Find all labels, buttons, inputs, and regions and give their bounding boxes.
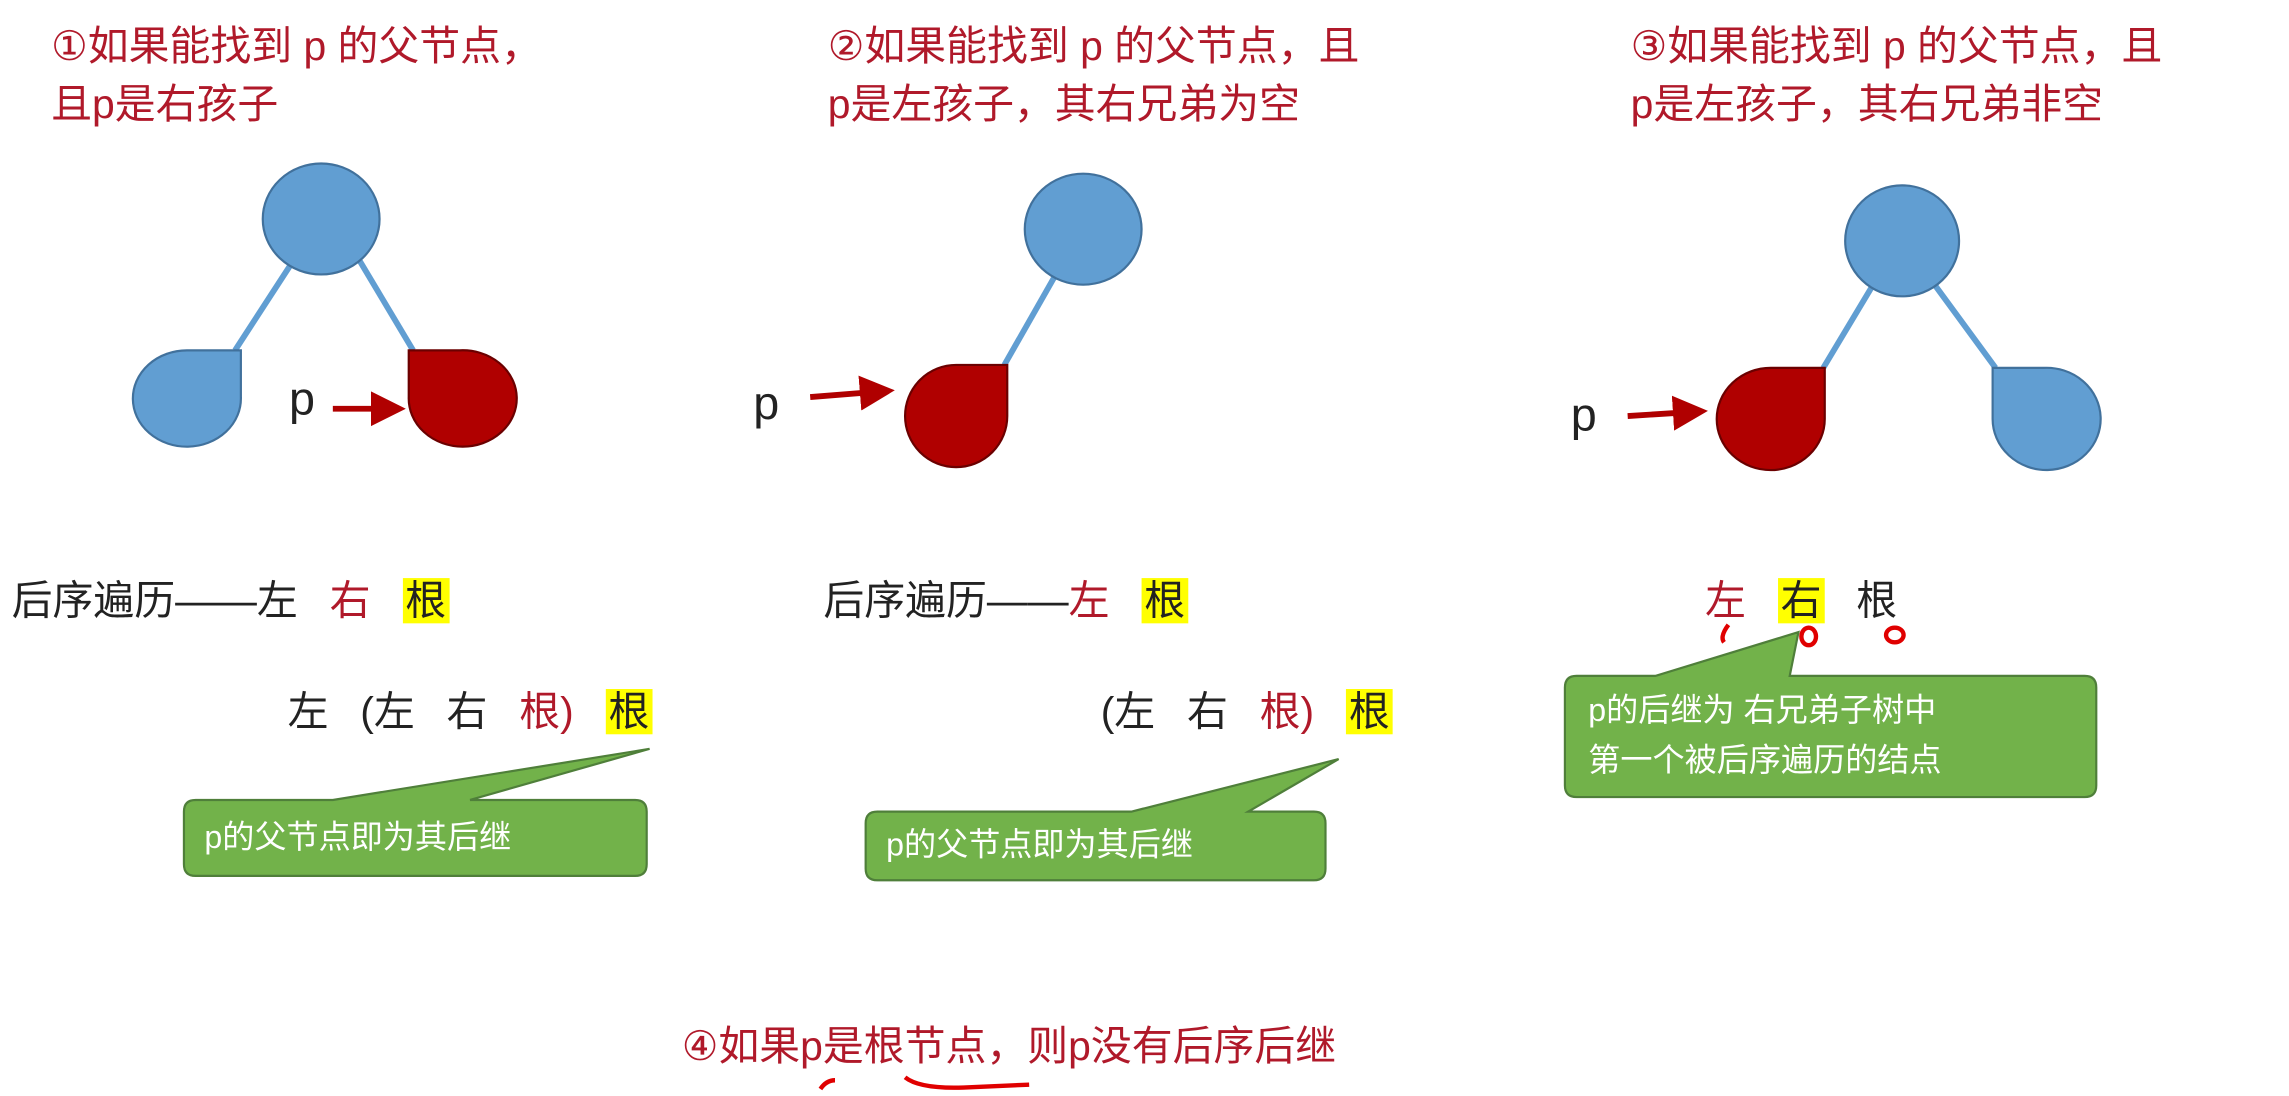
case1-title-line2: 且p是右孩子 xyxy=(51,81,279,128)
tree1-p-node xyxy=(407,349,518,448)
case3-title-line1: ③如果能找到 p 的父节点，且 xyxy=(1630,23,2163,69)
case1-traversal-row1: 后序遍历——左 右 根 xyxy=(12,569,470,627)
case3-callout-line2: 第一个被后序遍历的结点 xyxy=(1588,741,1942,779)
case3-title: ③如果能找到 p 的父节点，且 p是左孩子，其右兄弟非空 xyxy=(1631,18,2163,135)
tree3-edge-left xyxy=(1820,278,1879,370)
case1-callout-text: p的父节点即为其后继 xyxy=(204,818,512,856)
case3-callout-line1: p的后继为 右兄弟子树中 xyxy=(1588,691,1937,729)
traversal-right: 右 xyxy=(329,578,371,624)
case1-traversal-row2: 左 (左 右 根) 根 xyxy=(288,680,673,738)
tree1-root-node xyxy=(261,162,381,276)
tree3-edge-right xyxy=(1928,278,1998,370)
tree2-p-node xyxy=(904,363,1009,469)
tree2-p-label: p xyxy=(753,376,780,430)
traversal-sub-left: (左 xyxy=(1100,689,1156,735)
traversal-prefix: 后序遍历——左 xyxy=(11,578,298,624)
traversal-root-highlight: 根 xyxy=(402,578,450,624)
traversal-root-highlight: 根 xyxy=(605,689,653,734)
tree3-p-label: p xyxy=(1570,388,1597,441)
tree1-edge-left xyxy=(232,261,295,352)
tree2-root-node xyxy=(1023,172,1143,286)
traversal-root-highlight: 根 xyxy=(1345,689,1393,734)
case2-callout-text: p的父节点即为其后继 xyxy=(886,826,1194,863)
case2-title-line2: p是左孩子，其右兄弟为空 xyxy=(827,81,1301,128)
case1-title-line1: ①如果能找到 p 的父节点， xyxy=(51,23,542,69)
case2-callout-bubble xyxy=(864,758,1340,882)
case1-title: ①如果能找到 p 的父节点， 且p是右孩子 xyxy=(51,18,542,135)
tree3-pointer-arrow xyxy=(1627,395,1708,431)
traversal-left: 左 xyxy=(1705,578,1746,624)
traversal-sub-right: 右 xyxy=(1186,689,1228,735)
tree1-p-label: p xyxy=(289,372,316,425)
case4-statement: ④如果p是根节点，则p没有后序后继 xyxy=(681,1023,1337,1069)
traversal-sub-right: 右 xyxy=(446,689,488,735)
traversal-sub-root: 根) xyxy=(1259,689,1315,735)
case2-title-line1: ②如果能找到 p 的父节点，且 xyxy=(827,23,1360,69)
tree1-edge-right xyxy=(356,258,416,352)
tree2-edge xyxy=(1001,268,1061,367)
traversal-left: 左 xyxy=(1068,578,1110,624)
handwritten-marks xyxy=(818,623,1906,1091)
case3-callout-bubble xyxy=(1563,630,2098,799)
tree3-right-node xyxy=(1991,366,2102,472)
traversal-left: 左 xyxy=(287,689,329,735)
traversal-sub-root: 根) xyxy=(519,689,574,735)
traversal-prefix: 后序遍历—— xyxy=(823,578,1069,624)
tree3-p-node xyxy=(1715,366,1826,472)
case2-traversal-row2: (左 右 根) 根 xyxy=(1101,680,1413,738)
traversal-sub-left: (左 xyxy=(360,689,415,735)
case3-callout-text: p的后继为 右兄弟子树中 第一个被后序遍历的结点 xyxy=(1588,686,1941,785)
case3-traversal-row1: 左 右 根 xyxy=(1705,569,1918,627)
case2-title: ②如果能找到 p 的父节点，且 p是左孩子，其右兄弟为空 xyxy=(828,18,1360,135)
traversal-right-highlight: 右 xyxy=(1777,578,1825,624)
tree3-root-node xyxy=(1844,184,1961,298)
case1-callout-bubble xyxy=(182,747,650,877)
case2-traversal-row1: 后序遍历——左 根 xyxy=(823,569,1208,627)
case3-title-line2: p是左孩子，其右兄弟非空 xyxy=(1630,81,2103,128)
traversal-root: 根 xyxy=(1856,578,1898,624)
tree2-pointer-arrow xyxy=(809,375,895,411)
traversal-root-highlight: 根 xyxy=(1141,578,1189,624)
tree1-left-node xyxy=(131,349,242,448)
